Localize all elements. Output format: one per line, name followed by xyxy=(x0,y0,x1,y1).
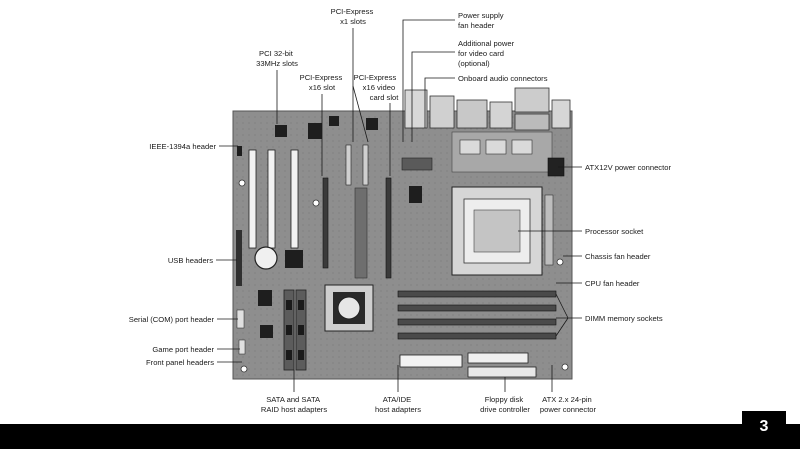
label-ata-ide: ATA/IDE host adapters xyxy=(375,395,421,414)
label-cpu-fan: CPU fan header xyxy=(585,279,640,288)
label-usb-headers: USB headers xyxy=(168,256,213,265)
label-serial-port: Serial (COM) port header xyxy=(129,315,215,324)
label-chassis-fan: Chassis fan header xyxy=(585,252,651,261)
label-pci-express-x16-slot: PCI-Express x16 slot xyxy=(300,73,345,92)
mounting-holes xyxy=(238,179,569,373)
label-sata: SATA and SATA RAID host adapters xyxy=(261,395,327,414)
label-front-panel: Front panel headers xyxy=(146,358,214,367)
atx-24pin-connector xyxy=(467,352,529,364)
motherboard xyxy=(232,87,573,380)
label-atx12v: ATX12V power connector xyxy=(585,163,671,172)
label-onboard-audio: Onboard audio connectors xyxy=(458,74,548,83)
vrm-area xyxy=(401,131,565,177)
pci-express-x1-slot-a xyxy=(345,144,352,186)
label-processor-socket: Processor socket xyxy=(585,227,644,236)
label-atx-24pin: ATX 2.x 24-pin power connector xyxy=(540,395,597,414)
label-pci-express-x16-video: PCI-Express x16 video card slot xyxy=(354,73,400,102)
pci-32bit-slots xyxy=(248,149,299,249)
pci-express-x1-slot-b xyxy=(362,144,369,186)
label-dimm-sockets: DIMM memory sockets xyxy=(585,314,663,323)
pci-express-x16-slot xyxy=(322,177,329,269)
ata-ide-connector xyxy=(399,354,463,368)
label-additional-power: Additional power for video card (optiona… xyxy=(458,39,516,68)
usb-header xyxy=(236,230,242,286)
footer-bar xyxy=(0,424,800,449)
floppy-connector xyxy=(467,366,537,378)
pci-express-x16-video-slot xyxy=(385,177,392,279)
dimm-sockets xyxy=(397,290,557,340)
page-number: 3 xyxy=(742,411,786,443)
leader-lines xyxy=(216,19,582,392)
callout-labels: PCI-Express x1 slots Power supply fan he… xyxy=(129,7,672,414)
game-port-header xyxy=(238,339,246,355)
label-pci-32bit: PCI 32-bit 33MHz slots xyxy=(256,49,298,68)
label-power-supply-fan-header: Power supply fan header xyxy=(458,11,506,30)
label-floppy: Floppy disk drive controller xyxy=(480,395,530,414)
label-ieee-1394a: IEEE-1394a header xyxy=(149,142,216,151)
serial-header xyxy=(236,309,245,329)
cmos-battery xyxy=(254,246,278,270)
label-game-port: Game port header xyxy=(152,345,214,354)
chipset-heatsink xyxy=(324,284,374,332)
label-pci-express-x1: PCI-Express x1 slots xyxy=(331,7,376,26)
rear-io-panel xyxy=(404,87,571,131)
sata-connectors xyxy=(283,289,307,371)
chips xyxy=(237,116,422,338)
